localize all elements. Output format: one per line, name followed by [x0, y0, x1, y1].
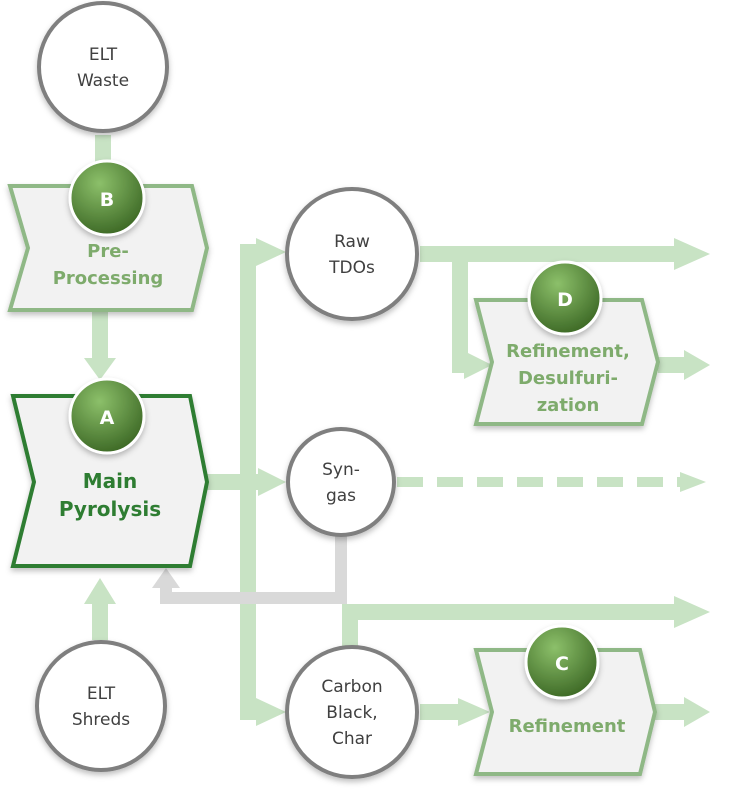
arrowhead-recycle — [152, 568, 180, 588]
badge-b-label: B — [100, 189, 114, 211]
node-elt-waste-line1: ELT — [89, 45, 118, 65]
arrowhead-syngas-out — [680, 472, 706, 492]
arrowhead-shreds — [84, 578, 116, 604]
process-refinement-desulfurization: Refinement, Desulfuri- zation — [473, 298, 661, 426]
badge-a: A — [68, 377, 146, 455]
flow-syngas-recycle — [160, 532, 347, 604]
node-elt-shreds-line2: Shreds — [72, 710, 130, 730]
arrowhead-carbon-to-refinement — [458, 698, 490, 726]
arrowhead-tdos-out — [674, 238, 710, 270]
arrowhead-refinement-c-out — [684, 697, 710, 727]
node-raw-tdos: Raw TDOs — [285, 187, 419, 321]
arrowhead-pyrolysis-out — [258, 468, 286, 496]
arrowhead-refinement-d-out — [684, 350, 710, 380]
badge-a-label: A — [100, 407, 115, 429]
flow-carbon-out — [342, 604, 676, 652]
process-preprocessing-line2: Processing — [53, 268, 164, 289]
node-syngas-line2: gas — [326, 486, 356, 506]
process-preprocessing-line1: Pre- — [87, 241, 129, 262]
arrowhead-tdos-to-refinement — [464, 351, 492, 379]
process-refinement-d-line1: Refinement, — [506, 341, 630, 362]
badge-b: B — [68, 159, 146, 237]
node-syngas: Syn- gas — [286, 427, 396, 537]
process-main-pyrolysis-line2: Pyrolysis — [59, 497, 161, 521]
node-carbon-black-line1: Carbon — [321, 677, 382, 697]
process-main-pyrolysis: Main Pyrolysis — [10, 394, 210, 568]
process-refinement-c-line1: Refinement — [509, 716, 626, 737]
node-elt-waste: ELT Waste — [37, 1, 169, 133]
node-elt-shreds-line1: ELT — [87, 684, 116, 704]
node-carbon-black: Carbon Black, Char — [285, 645, 419, 779]
node-elt-waste-line2: Waste — [77, 71, 129, 91]
arrowhead-carbon-out — [674, 596, 710, 628]
badge-c-label: C — [555, 653, 569, 675]
badge-c: C — [524, 624, 600, 700]
process-preprocessing: Pre- Processing — [7, 184, 210, 312]
node-carbon-black-line2: Black, — [326, 703, 377, 723]
node-elt-shreds: ELT Shreds — [35, 640, 167, 772]
arrowhead-preprocessing — [84, 358, 116, 380]
badge-d-label: D — [557, 289, 573, 311]
process-main-pyrolysis-line1: Main — [83, 469, 138, 493]
arrowhead-bus-bottom — [256, 698, 286, 726]
badge-d: D — [527, 260, 603, 336]
process-refinement: Refinement — [473, 648, 658, 776]
process-refinement-d-line2: Desulfuri- — [518, 368, 618, 389]
node-carbon-black-line3: Char — [332, 729, 372, 749]
node-syngas-line1: Syn- — [322, 460, 360, 480]
flow-tdos-to-refinement — [452, 254, 468, 373]
process-refinement-d-line3: zation — [537, 395, 600, 416]
node-raw-tdos-line1: Raw — [334, 232, 370, 252]
node-raw-tdos-line2: TDOs — [328, 258, 375, 278]
arrowhead-bus-top — [256, 238, 286, 266]
